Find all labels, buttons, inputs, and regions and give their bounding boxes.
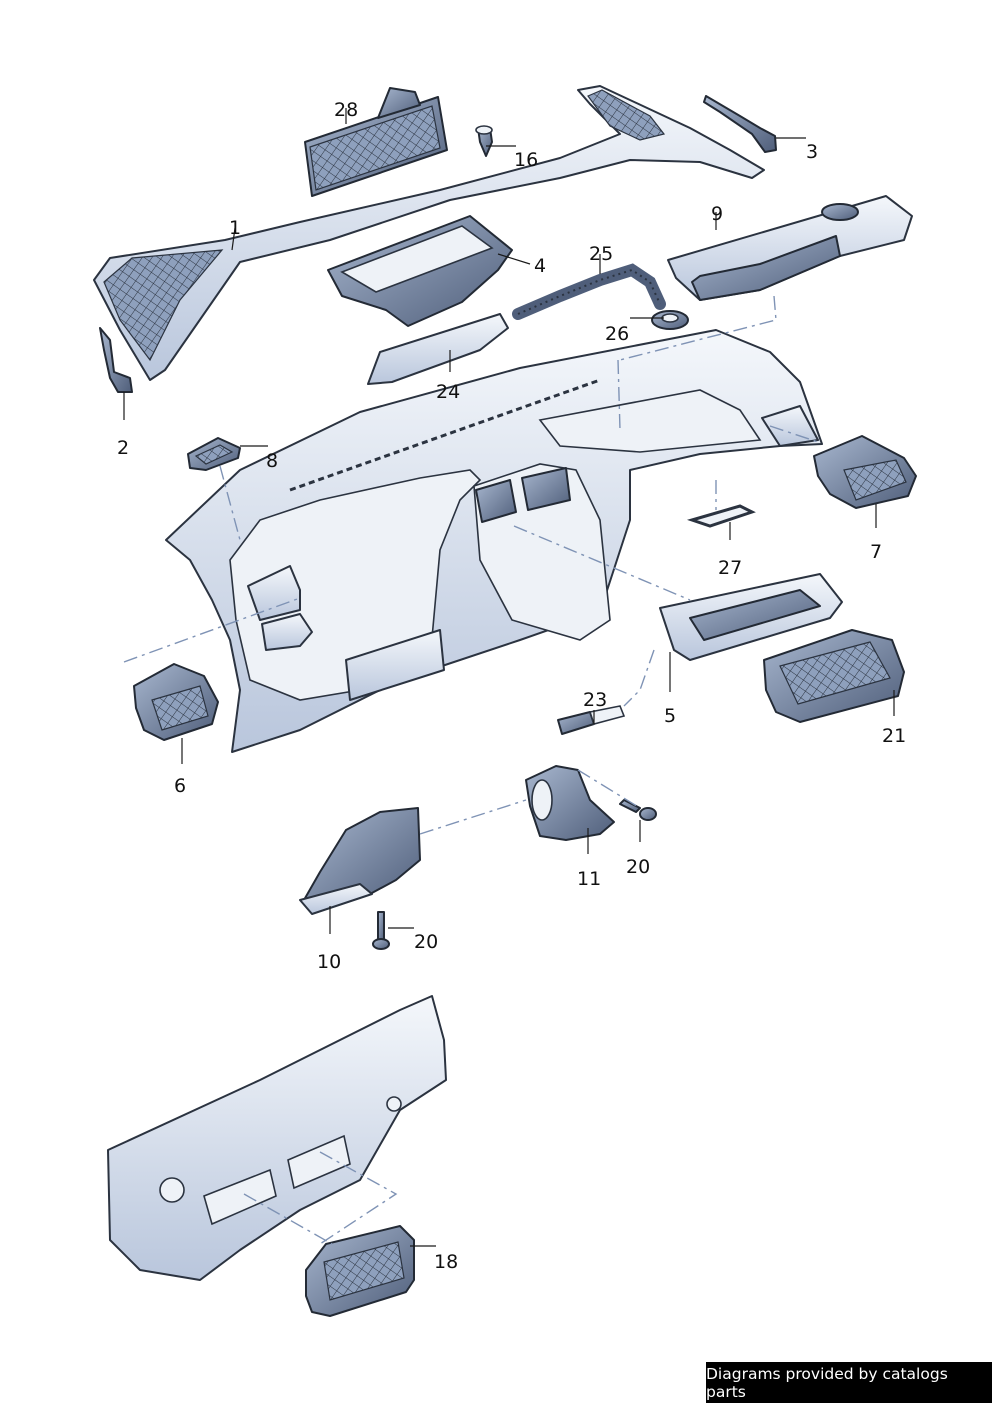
part-6-left-vent[interactable] [133, 663, 219, 741]
part-1-upper-trim[interactable] [93, 85, 765, 381]
callout-20-lower: 20 [414, 931, 438, 953]
leader-lines [123, 108, 895, 1247]
callout-16: 16 [514, 149, 538, 171]
callout-26: 26 [605, 323, 629, 345]
part-10-side-duct[interactable] [299, 807, 421, 915]
callout-23: 23 [583, 689, 607, 711]
dashboard-panel[interactable] [165, 329, 823, 753]
callout-18: 18 [434, 1251, 458, 1273]
callout-4: 4 [534, 255, 546, 277]
callout-8: 8 [266, 450, 278, 472]
callout-20-upper: 20 [626, 856, 650, 878]
part-18-floor-vent[interactable] [305, 1225, 415, 1317]
part-25-hose[interactable] [512, 263, 666, 320]
part-7-right-vent[interactable] [813, 435, 917, 509]
part-27-seal-ring[interactable] [686, 504, 756, 528]
footer-credit-text: Diagrams provided by catalogs parts [706, 1364, 948, 1401]
callout-7: 7 [870, 541, 882, 563]
part-2-bracket[interactable] [99, 327, 133, 393]
part-8-small-vent[interactable] [187, 437, 241, 471]
callout-labels: 28 16 3 1 9 4 25 26 24 2 8 7 27 23 5 21 … [117, 99, 906, 1273]
part-21-center-vent[interactable] [763, 629, 905, 723]
callout-1: 1 [229, 217, 241, 239]
part-4-center-duct[interactable] [327, 215, 513, 327]
callout-3: 3 [806, 141, 818, 163]
callout-11: 11 [577, 868, 601, 890]
callout-9: 9 [711, 203, 723, 225]
part-24-trim-strip[interactable] [367, 313, 509, 385]
callout-21: 21 [882, 725, 906, 747]
callout-5: 5 [664, 705, 676, 727]
part-5-center-vent-housing[interactable] [659, 573, 843, 661]
callout-28: 28 [334, 99, 358, 121]
callout-27: 27 [718, 557, 742, 579]
part-9-airbag[interactable] [667, 195, 913, 301]
part-16-clip[interactable] [475, 125, 493, 157]
callout-25: 25 [589, 243, 613, 265]
part-28-grille[interactable] [304, 87, 448, 197]
assembly-lines [123, 295, 819, 1245]
part-26-grommet[interactable] [651, 310, 689, 330]
callout-2: 2 [117, 437, 129, 459]
callout-24: 24 [436, 381, 460, 403]
body-cross-member [107, 995, 447, 1281]
part-3-side-trim[interactable] [703, 95, 777, 153]
callout-6: 6 [174, 775, 186, 797]
callout-10: 10 [317, 951, 341, 973]
footer-credit: Diagrams provided by catalogs parts [706, 1362, 992, 1403]
part-11-duct-elbow[interactable] [525, 765, 615, 841]
part-20-screw-b[interactable] [372, 911, 390, 950]
part-20-screw-a[interactable] [619, 799, 657, 821]
